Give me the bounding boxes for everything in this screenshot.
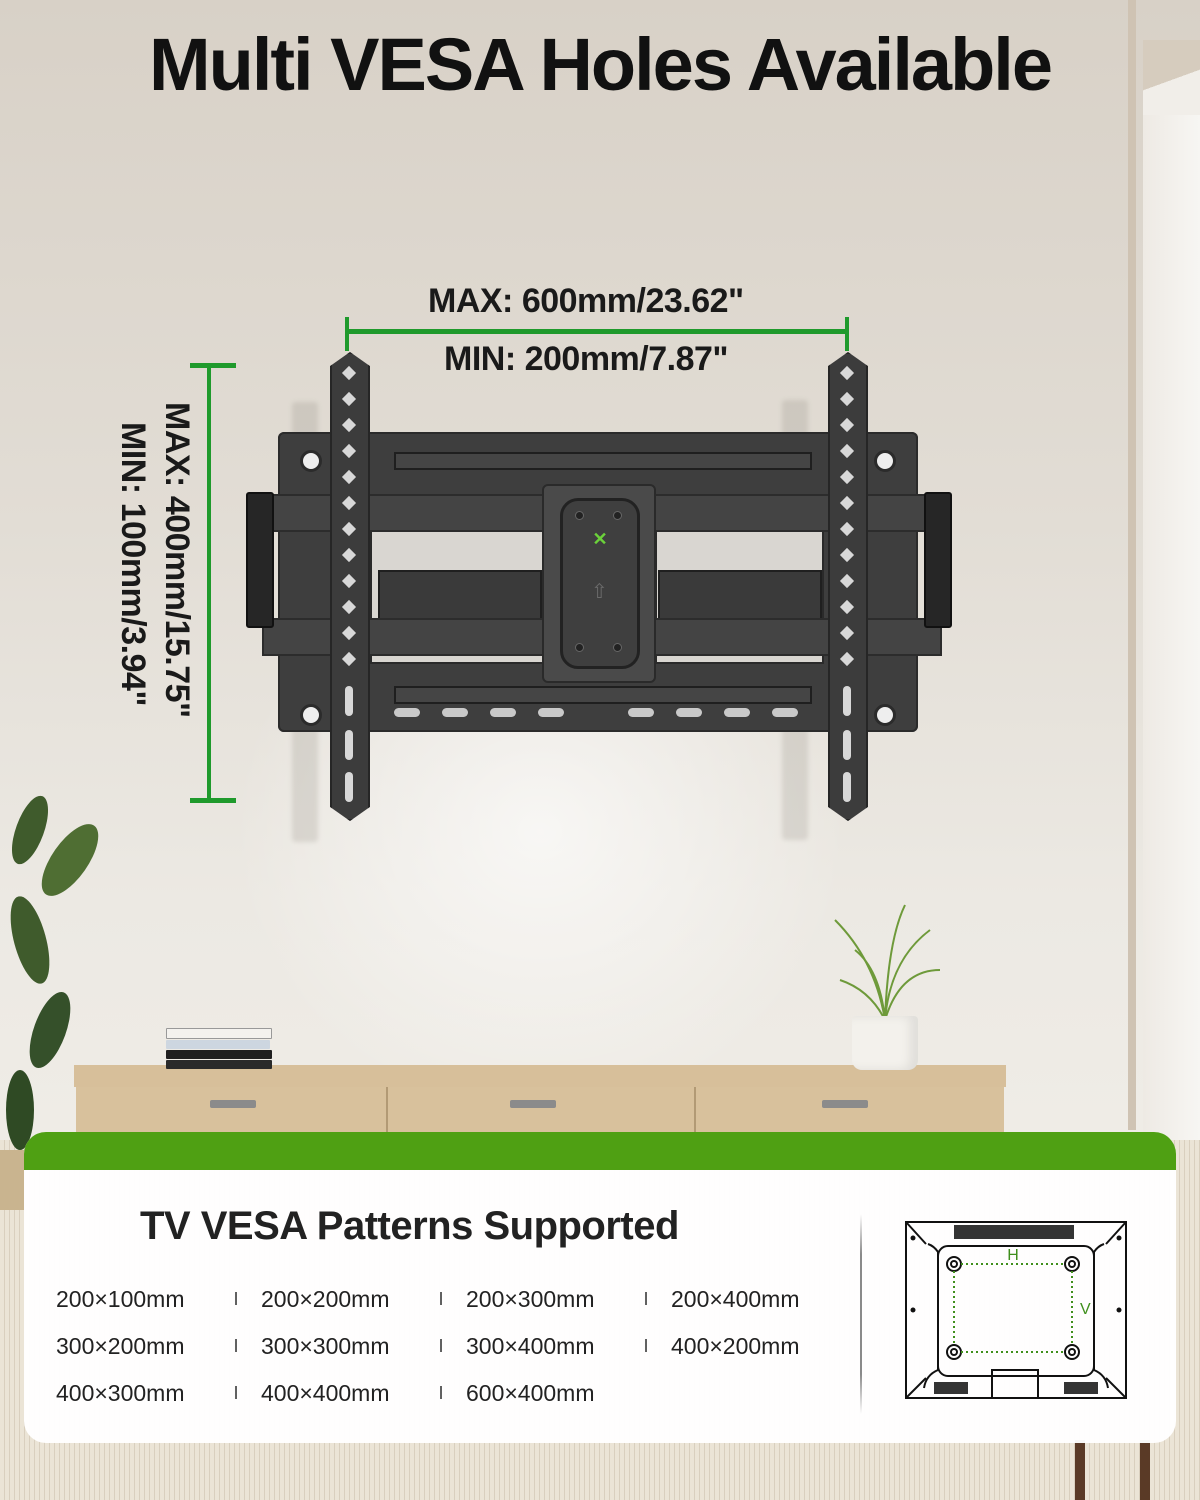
vesa-pattern-list: 200×100mm I 200×200mm I 200×300mm I 200×… (56, 1276, 826, 1417)
vesa-pattern: 300×300mm (261, 1333, 390, 1359)
brand-logo-icon: ✕ (592, 529, 608, 549)
vesa-pattern: 300×200mm (56, 1333, 185, 1359)
window-frame-top (1143, 40, 1200, 120)
rail-end-cap (246, 492, 274, 628)
vesa-patterns-card: TV VESA Patterns Supported 200×100mm I 2… (24, 1132, 1176, 1443)
drawer-handle (210, 1100, 256, 1108)
tv-bracket-left (330, 352, 370, 821)
window (1143, 115, 1200, 1145)
separator: I (643, 1336, 649, 1356)
vesa-pattern: 400×200mm (671, 1333, 800, 1359)
card-header-band (24, 1132, 1176, 1170)
vesa-pattern: 200×200mm (261, 1286, 390, 1312)
upper-bar (394, 452, 812, 470)
separator: I (438, 1336, 444, 1356)
vesa-pattern: 200×100mm (56, 1286, 185, 1312)
vertical-min-label: MIN: 100mm/3.94" (114, 422, 152, 707)
separator: I (233, 1383, 239, 1403)
wall-corner (1128, 0, 1136, 1130)
swing-arm (378, 570, 542, 622)
vesa-pattern: 200×400mm (671, 1286, 800, 1312)
dimension-tick (190, 363, 236, 368)
chair-leg (1075, 1440, 1085, 1500)
vertical-dimension-line (207, 365, 211, 801)
up-arrow-icon: ⇧ (591, 581, 608, 603)
separator: I (643, 1289, 649, 1309)
palm-plant-icon (834, 904, 941, 1021)
drawer-handle (822, 1100, 868, 1108)
drawer-handle (510, 1100, 556, 1108)
dimension-tick (345, 317, 349, 351)
lag-bolt-hole (874, 704, 896, 726)
card-title: TV VESA Patterns Supported (140, 1204, 679, 1248)
lower-bar (394, 686, 812, 704)
vertical-max-label: MAX: 400mm/15.75" (158, 402, 196, 718)
rail-end-cap (924, 492, 952, 628)
vesa-pattern: 400×400mm (261, 1380, 390, 1406)
separator: I (233, 1336, 239, 1356)
tv-console-top (74, 1065, 1006, 1087)
horizontal-dimension-line (347, 329, 847, 334)
pattern-row: 200×100mm I 200×200mm I 200×300mm I 200×… (56, 1276, 826, 1323)
swivel-plate: ✕ ⇧ (542, 484, 656, 683)
chair-leg (1140, 1440, 1150, 1500)
pattern-row: 300×200mm I 300×300mm I 300×400mm I 400×… (56, 1323, 826, 1370)
plant-pot (852, 1016, 918, 1070)
swivel-plate-inner: ✕ ⇧ (560, 498, 640, 669)
potted-plant-left (0, 795, 99, 1210)
vesa-pattern: 600×400mm (466, 1380, 595, 1406)
v-dimension-label: V (1080, 1301, 1091, 1318)
h-dimension-label: H (1007, 1247, 1019, 1264)
dimension-tick (190, 798, 236, 803)
horizontal-max-label: MAX: 600mm/23.62" (428, 282, 744, 320)
swing-arm (658, 570, 822, 622)
tv-back-vesa-diagram: H V (905, 1221, 1127, 1399)
horizontal-min-label: MIN: 200mm/7.87" (444, 340, 729, 378)
vesa-pattern: 200×300mm (466, 1286, 595, 1312)
pattern-row: 400×300mm I 400×400mm I 600×400mm (56, 1370, 826, 1417)
vesa-pattern: 400×300mm (56, 1380, 185, 1406)
lag-bolt-hole (300, 450, 322, 472)
separator: I (438, 1383, 444, 1403)
book-stack (166, 1028, 272, 1069)
tv-bracket-right (828, 352, 868, 821)
separator: I (233, 1289, 239, 1309)
separator: I (438, 1289, 444, 1309)
vesa-pattern: 300×400mm (466, 1333, 595, 1359)
lag-bolt-hole (300, 704, 322, 726)
page-title: Multi VESA Holes Available (148, 23, 1053, 106)
dimension-tick (845, 317, 849, 351)
lag-bolt-hole (874, 450, 896, 472)
card-divider (860, 1214, 862, 1414)
